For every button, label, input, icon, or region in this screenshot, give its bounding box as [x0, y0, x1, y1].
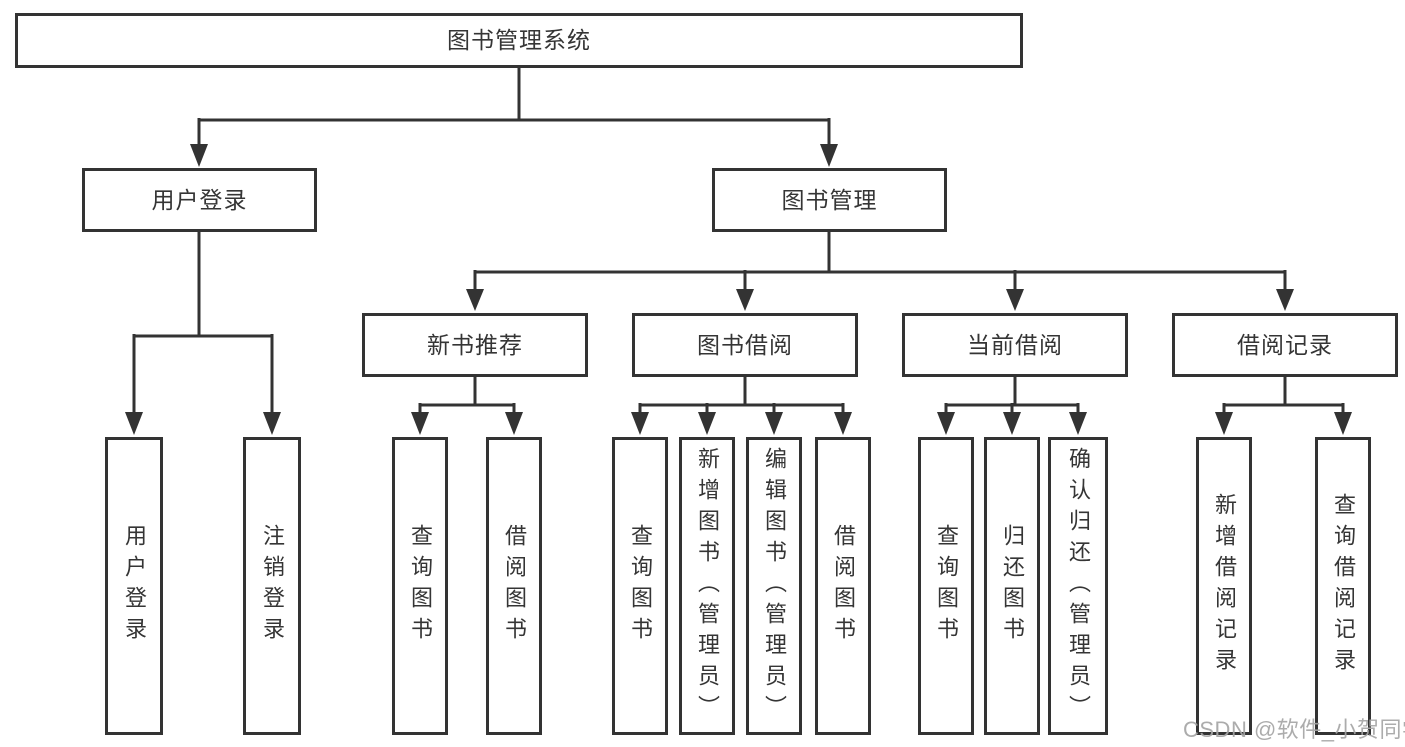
node-user-login: 用户登录 [82, 168, 317, 232]
leaf-book-borrow-borrow-label: 借阅图书 [831, 524, 856, 648]
node-book-borrow-label: 图书借阅 [697, 331, 793, 358]
connector-book-borrow-children [631, 377, 852, 435]
node-new-books: 新书推荐 [362, 313, 588, 377]
connector-user-login-children [125, 232, 281, 435]
connector-root-to-level2 [190, 68, 838, 167]
node-current-borrow: 当前借阅 [902, 313, 1128, 377]
leaf-borrow-records-query-label: 查询借阅记录 [1331, 493, 1356, 679]
leaf-book-borrow-add-label: 新增图书（管理员） [695, 446, 720, 726]
node-book-mgmt: 图书管理 [712, 168, 947, 232]
leaf-new-books-query: 查询图书 [392, 437, 448, 735]
leaf-book-borrow-borrow: 借阅图书 [815, 437, 871, 735]
leaf-borrow-records-query: 查询借阅记录 [1315, 437, 1371, 735]
leaf-current-borrow-return: 归还图书 [984, 437, 1040, 735]
leaf-current-borrow-return-label: 归还图书 [1000, 524, 1025, 648]
leaf-new-books-query-label: 查询图书 [408, 524, 433, 648]
leaf-new-books-borrow-label: 借阅图书 [502, 524, 527, 648]
leaf-new-books-borrow: 借阅图书 [486, 437, 542, 735]
leaf-book-borrow-query: 查询图书 [612, 437, 668, 735]
leaf-book-borrow-edit: 编辑图书（管理员） [746, 437, 802, 735]
leaf-logout-label: 注销登录 [260, 524, 285, 648]
csdn-watermark: CSDN @软件_小贺同学 [1183, 717, 1405, 742]
leaf-logout: 注销登录 [243, 437, 301, 735]
node-borrow-records: 借阅记录 [1172, 313, 1398, 377]
leaf-user-login: 用户登录 [105, 437, 163, 735]
leaf-user-login-label: 用户登录 [122, 524, 147, 648]
node-new-books-label: 新书推荐 [427, 331, 523, 358]
leaf-current-borrow-query: 查询图书 [918, 437, 974, 735]
connector-current-borrow-children [937, 377, 1087, 435]
leaf-book-borrow-add: 新增图书（管理员） [679, 437, 735, 735]
node-book-mgmt-label: 图书管理 [781, 186, 878, 213]
node-book-borrow: 图书借阅 [632, 313, 858, 377]
node-borrow-records-label: 借阅记录 [1237, 331, 1333, 358]
connector-borrow-records-children [1215, 377, 1352, 435]
leaf-current-borrow-confirm: 确认归还（管理员） [1048, 437, 1108, 735]
leaf-borrow-records-add-label: 新增借阅记录 [1212, 493, 1237, 679]
node-library-system: 图书管理系统 [15, 13, 1023, 68]
leaf-current-borrow-confirm-label: 确认归还（管理员） [1066, 446, 1091, 726]
connector-book-mgmt-to-level3 [466, 232, 1294, 311]
node-library-system-label: 图书管理系统 [447, 27, 591, 53]
connector-new-books-children [411, 377, 523, 435]
node-current-borrow-label: 当前借阅 [967, 331, 1063, 358]
leaf-borrow-records-add: 新增借阅记录 [1196, 437, 1252, 735]
leaf-book-borrow-edit-label: 编辑图书（管理员） [762, 446, 787, 726]
leaf-current-borrow-query-label: 查询图书 [934, 524, 959, 648]
node-user-login-label: 用户登录 [151, 186, 248, 213]
leaf-book-borrow-query-label: 查询图书 [628, 524, 653, 648]
